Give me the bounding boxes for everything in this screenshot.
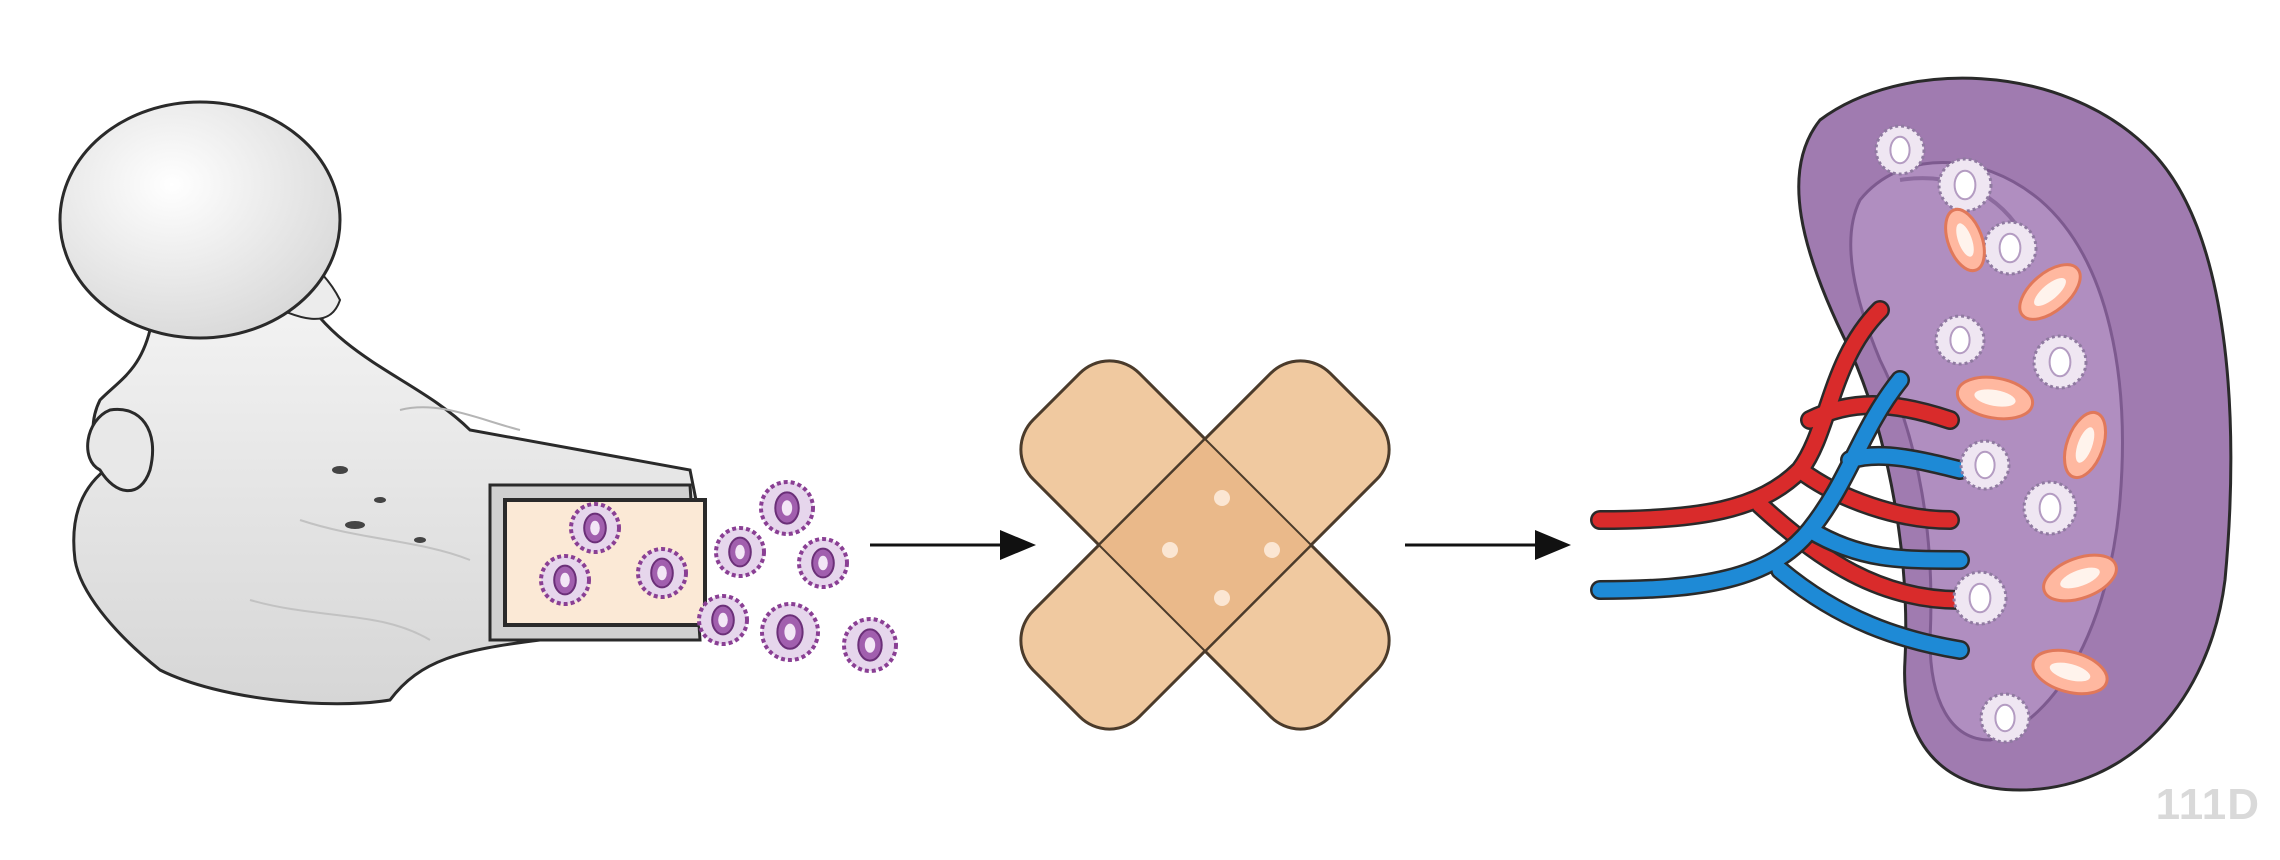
bandage-pad [1097,437,1313,653]
stem-cell [759,480,815,536]
spleen-cells [1874,124,2118,744]
stem-cell [636,547,688,599]
white-blood-cell [1937,157,1993,213]
red-blood-cell [1955,375,2035,421]
white-blood-cell [1979,692,2031,744]
red-blood-cell [2042,553,2118,603]
femur-bone [58,100,707,706]
white-blood-cell [1934,314,1986,366]
stem-cell [697,594,749,646]
red-blood-cell [2031,648,2109,696]
white-blood-cell [1874,124,1926,176]
white-blood-cell [1982,220,2038,276]
white-blood-cell [2022,480,2078,536]
stem-cell [569,502,621,554]
stem-cell [842,617,898,673]
white-blood-cell [2032,334,2088,390]
stem-cell [760,602,820,662]
red-blood-cell [1944,207,1986,273]
femur-head [58,100,342,340]
red-blood-cell [2018,263,2082,321]
blood-vessels [1590,300,1970,660]
stem-cell [714,526,766,578]
stem-cells [539,480,898,673]
white-blood-cell [1959,439,2011,491]
watermark-logo: 111D [2155,780,2260,829]
stem-cell [539,554,591,606]
femur-trochanter [86,407,155,493]
white-blood-cell [1952,570,2008,626]
bandage-icon [1019,359,1391,731]
stem-cell [797,537,849,589]
red-blood-cell [2062,410,2108,480]
